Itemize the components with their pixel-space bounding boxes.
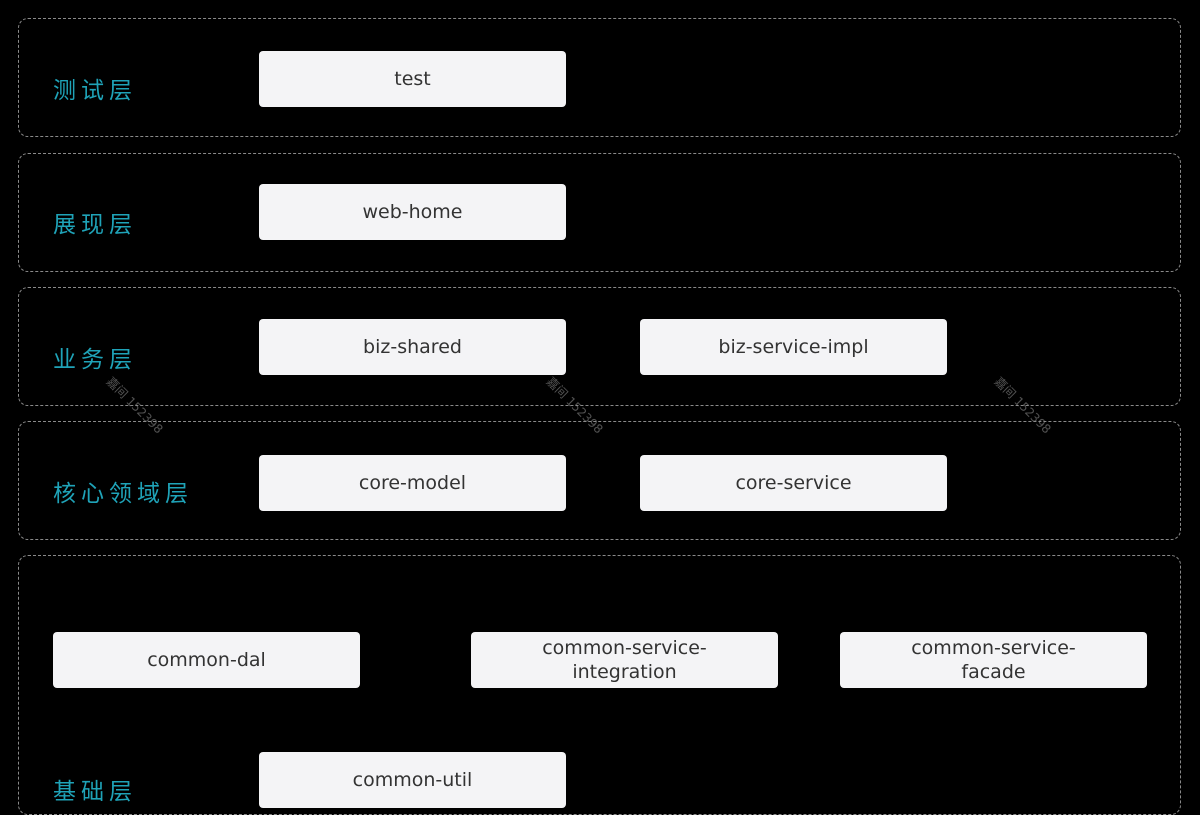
module-core-service: core-service: [640, 455, 947, 511]
layer-label-base: 基础层: [53, 779, 137, 805]
layer-label-test: 测试层: [53, 78, 137, 104]
module-biz-service-impl: biz-service-impl: [640, 319, 947, 375]
module-common-dal: common-dal: [53, 632, 360, 688]
layer-test: 测试层: [18, 18, 1181, 137]
module-biz-shared: biz-shared: [259, 319, 566, 375]
layer-presentation: 展现层: [18, 153, 1181, 272]
module-core-model-label: core-model: [358, 472, 467, 494]
module-test: test: [259, 51, 566, 107]
layer-label-core: 核心领域层: [53, 481, 193, 507]
module-common-service-integration-label: common-service-integration: [542, 637, 707, 683]
layer-label-business: 业务层: [53, 347, 137, 373]
module-core-model: core-model: [259, 455, 566, 511]
module-common-service-facade-label: common-service-facade: [911, 637, 1076, 683]
layer-core: 核心领域层: [18, 421, 1181, 540]
module-common-service-integration: common-service-integration: [471, 632, 778, 688]
module-biz-shared-label: biz-shared: [363, 336, 462, 358]
module-core-service-label: core-service: [735, 472, 852, 494]
module-web-home-label: web-home: [362, 201, 463, 223]
module-common-util-label: common-util: [352, 769, 473, 791]
module-common-util: common-util: [259, 752, 566, 808]
module-web-home: web-home: [259, 184, 566, 240]
layer-label-presentation: 展现层: [53, 212, 137, 238]
layer-business: 业务层: [18, 287, 1181, 406]
module-common-service-facade: common-service-facade: [840, 632, 1147, 688]
module-common-dal-label: common-dal: [147, 649, 266, 671]
module-test-label: test: [394, 68, 431, 90]
module-biz-service-impl-label: biz-service-impl: [718, 336, 869, 358]
